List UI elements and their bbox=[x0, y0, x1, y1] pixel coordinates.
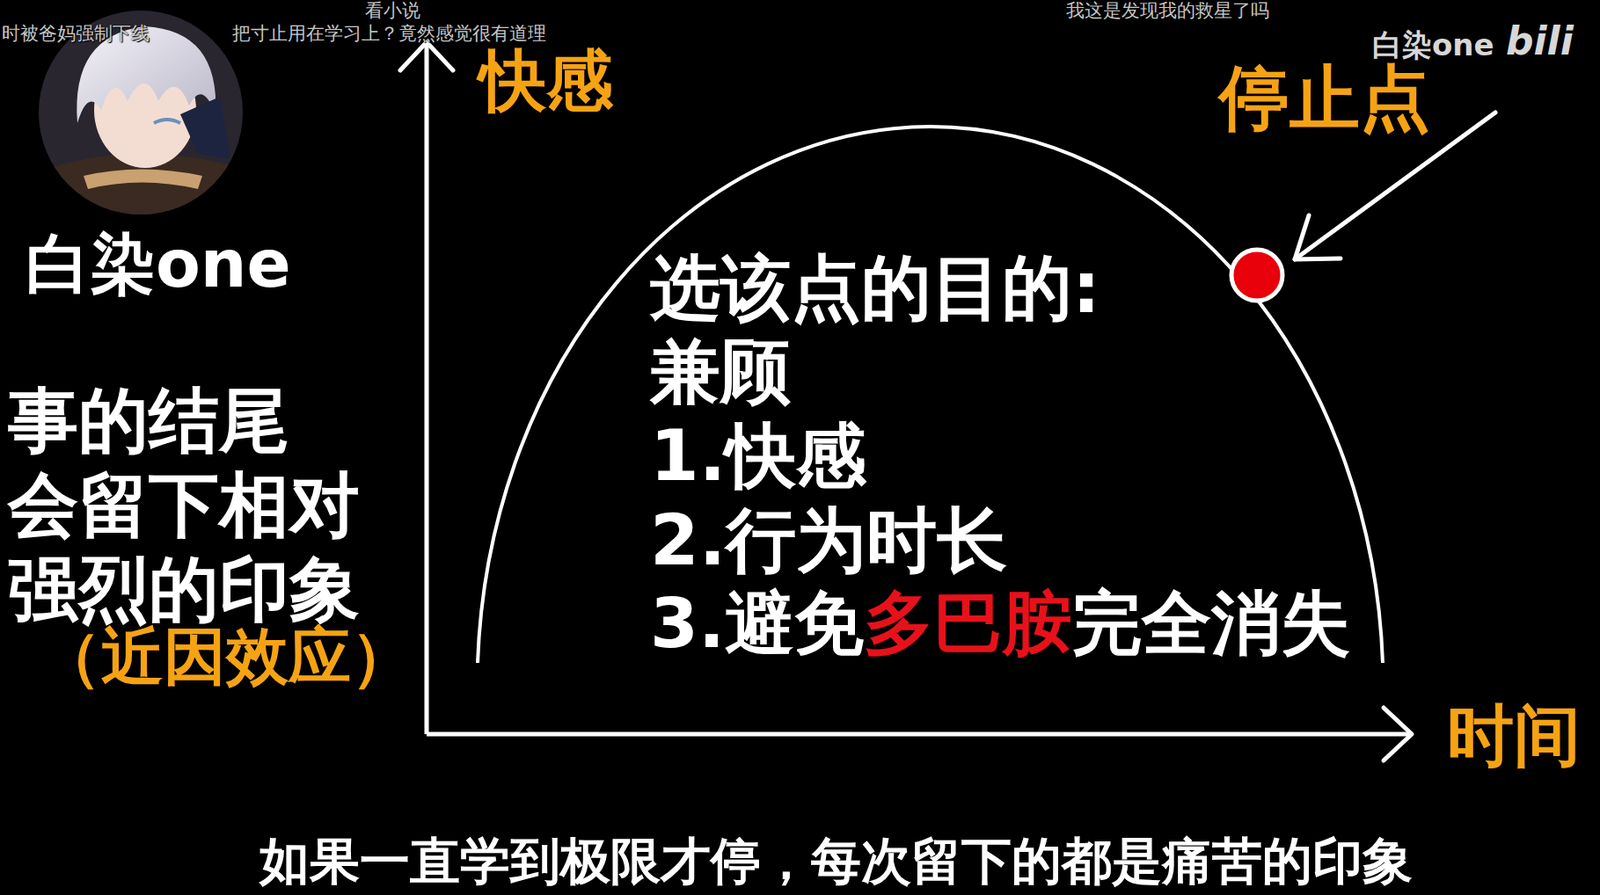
axis-label: 时间 bbox=[1446, 697, 1581, 775]
stop-point-dot bbox=[1231, 249, 1283, 301]
axis-arrowhead bbox=[400, 42, 453, 71]
pleasure-curve bbox=[477, 126, 1383, 664]
avatar-eye bbox=[153, 119, 181, 124]
note-term: （近因效应） bbox=[38, 621, 414, 694]
callout-label: 停止点 bbox=[1219, 58, 1431, 139]
pointer-arrowhead bbox=[1294, 215, 1341, 260]
x-axis bbox=[426, 732, 1412, 738]
danmaku-comment: 我这是发现我的救星了吗 bbox=[1066, 0, 1270, 22]
danmaku-comment: 看小说 bbox=[365, 0, 421, 22]
list-item: 完全消失 bbox=[1072, 584, 1351, 665]
subtitle-caption: 如果一直学到极限才停，每次留下的都是痛苦的印象 bbox=[259, 833, 1413, 890]
list-item: 1.快感 bbox=[650, 416, 867, 497]
author-name: 白染one bbox=[25, 226, 292, 302]
danmaku-comment: 把寸止用在学习上？竟然感觉很有道理 bbox=[232, 22, 547, 44]
list-row: 3.避免多巴胺完全消失 bbox=[650, 584, 1351, 665]
y-axis bbox=[424, 42, 430, 735]
axis-arrowhead bbox=[1383, 708, 1412, 761]
highlight-term: 多巴胺 bbox=[863, 584, 1073, 665]
list-item: 3.避免 bbox=[650, 584, 864, 665]
body-text: 兼顾 bbox=[650, 331, 791, 413]
logo-text: bili bbox=[1505, 19, 1574, 65]
avatar-hand bbox=[180, 96, 231, 159]
note-text: 事的结尾 会留下相对 强烈的印象 bbox=[7, 379, 381, 633]
list-item: 2.行为时长 bbox=[650, 500, 1008, 582]
avatar-collar bbox=[83, 169, 203, 190]
heading-text: 选该点的目的: bbox=[650, 248, 1101, 329]
axis-label: 快感 bbox=[479, 42, 614, 119]
danmaku-comment: 时被爸妈强制下线 bbox=[1, 22, 150, 44]
